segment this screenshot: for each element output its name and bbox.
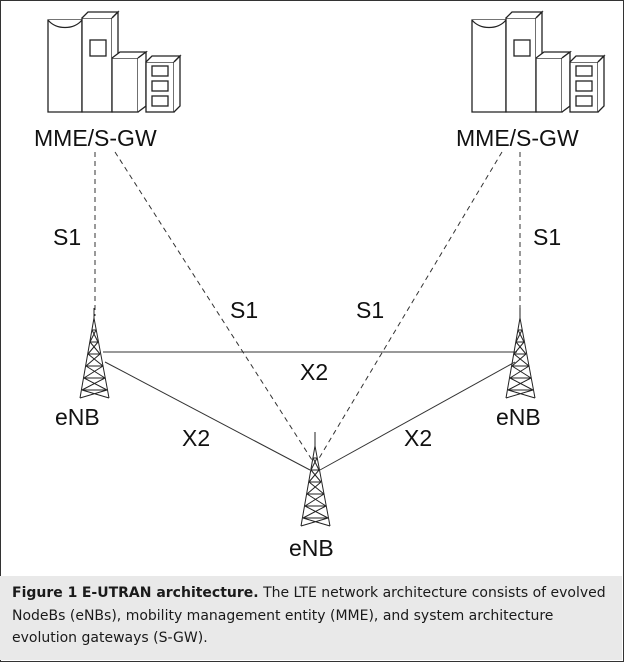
x2-link-left [104,361,311,471]
antenna-tower-icon [505,308,536,399]
x2-left-label: X2 [182,425,210,451]
enb-left-label: eNB [55,404,100,430]
enb-bottom-label: eNB [289,535,334,561]
s1-cross-left-label: S1 [230,297,258,323]
caption-label: Figure 1 [12,585,78,601]
s1-link-cross-right [317,151,503,461]
architecture-diagram: MME/S-GW MME/S-GW [34,10,606,561]
x2-right-label: X2 [404,425,432,451]
caption-title: E-UTRAN architecture. [81,585,259,601]
caption-text: The LTE network architecture consists of… [12,585,606,646]
server-icon [471,10,606,113]
s1-link-cross-left [114,151,313,461]
antenna-tower-icon [300,432,331,527]
server-icon [47,10,182,113]
x2-link-right [319,361,516,471]
s1-right-label: S1 [533,224,561,250]
antenna-tower-icon [79,308,110,399]
mme-right-label: MME/S-GW [456,125,579,151]
mme-left-label: MME/S-GW [34,125,157,151]
x2-top-label: X2 [300,359,328,385]
s1-left-label: S1 [53,224,81,250]
caption-background [0,576,622,660]
s1-cross-right-label: S1 [356,297,384,323]
figure-caption: Figure 1 E-UTRAN architecture. The LTE n… [12,582,612,650]
enb-right-label: eNB [496,404,541,430]
